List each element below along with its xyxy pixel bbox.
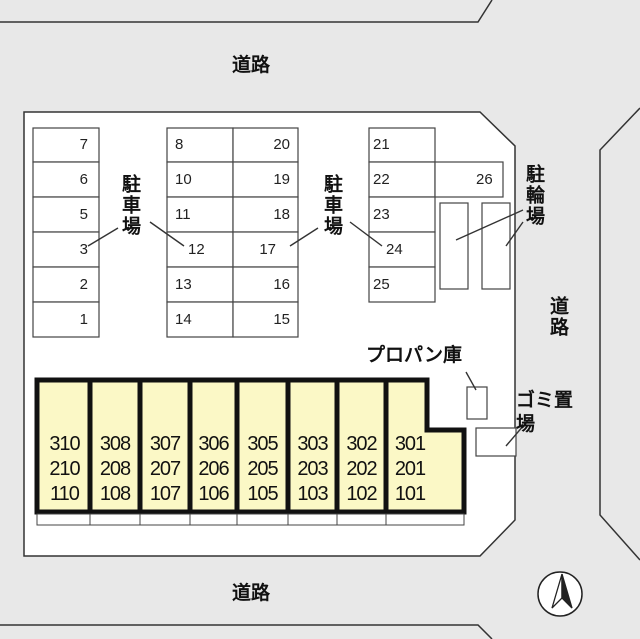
parking-column-3: [232, 127, 299, 338]
unit-number: 306: [198, 433, 229, 455]
parking-label-right: 駐車場: [321, 174, 343, 237]
unit-stack: 301 201 101: [386, 432, 434, 507]
parking-number: 22: [373, 171, 390, 188]
parking-column-1: [32, 127, 100, 338]
parking-number: 1: [79, 311, 88, 328]
unit-stack: 308 208 108: [90, 432, 140, 507]
apartment-building: [34, 377, 467, 515]
unit-number: 303: [297, 433, 328, 455]
unit-number: 208: [99, 458, 131, 480]
parking-number: 20: [273, 136, 290, 153]
balcony-strip: [36, 513, 465, 526]
parking-number: 14: [175, 311, 192, 328]
unit-number: 107: [149, 483, 181, 505]
parking-label-left: 駐車場: [119, 174, 141, 237]
bicycle-parking-label: 駐輪場: [523, 164, 545, 227]
unit-number: 305: [247, 433, 278, 455]
parking-number: 13: [175, 276, 192, 293]
road-label-bottom: 道路: [232, 582, 271, 604]
unit-number: 207: [149, 458, 181, 480]
propane-storage: [466, 386, 488, 420]
parking-space-26: [434, 161, 504, 198]
parking-number: 16: [273, 276, 290, 293]
road-label-right: 道路: [547, 296, 569, 338]
unit-stack: 307 207 107: [140, 432, 190, 507]
unit-number: 210: [49, 458, 80, 480]
unit-number: 205: [247, 458, 278, 480]
unit-number: 310: [49, 433, 80, 455]
parking-number: 6: [79, 171, 88, 188]
parking-number: 11: [175, 206, 191, 223]
unit-number: 102: [346, 483, 377, 505]
unit-number: 302: [346, 433, 377, 455]
parking-number: 5: [79, 206, 88, 223]
parking-column-4: [368, 127, 436, 303]
north-arrow-icon: [537, 571, 583, 617]
parking-column-2: [166, 127, 234, 338]
parking-number: 8: [175, 136, 184, 153]
parking-number: 18: [273, 206, 290, 223]
unit-number: 203: [297, 458, 328, 480]
unit-number: 103: [297, 483, 328, 505]
unit-number: 201: [394, 458, 426, 480]
parking-number: 12: [188, 241, 205, 258]
unit-stack: 302 202 102: [337, 432, 386, 507]
leader-lines: [87, 209, 531, 447]
right-road-edge: [599, 107, 640, 561]
parking-number: 23: [373, 206, 390, 223]
unit-number: 108: [99, 483, 131, 505]
unit-number: 301: [394, 433, 426, 455]
propane-storage-label: プロパン庫: [366, 344, 462, 366]
parking-number: 25: [373, 276, 390, 293]
unit-stack: 306 206 106: [190, 432, 237, 507]
unit-number: 105: [247, 483, 278, 505]
parking-number: 21: [373, 136, 390, 153]
unit-number: 110: [50, 483, 80, 505]
unit-number: 206: [198, 458, 229, 480]
garbage-area-label: ゴミ置場: [516, 389, 574, 435]
parking-number: 24: [386, 241, 403, 258]
unit-number: 101: [394, 483, 426, 505]
parking-number: 26: [476, 171, 493, 188]
unit-number: 307: [149, 433, 181, 455]
parking-number: 7: [79, 136, 88, 153]
unit-number: 308: [99, 433, 131, 455]
parking-number: 19: [273, 171, 290, 188]
bicycle-rack-2: [481, 202, 511, 290]
parking-number: 10: [175, 171, 192, 188]
parking-number: 3: [79, 241, 88, 258]
unit-number: 106: [198, 483, 229, 505]
top-road-edge: [0, 0, 493, 23]
unit-dividers: [87, 380, 389, 512]
unit-stack: 310 210 110: [39, 432, 90, 507]
unit-stack: 303 203 103: [288, 432, 337, 507]
parking-number: 15: [273, 311, 290, 328]
unit-number: 202: [346, 458, 377, 480]
parking-number: 17: [259, 241, 276, 258]
parking-number: 2: [79, 276, 88, 293]
unit-stack: 305 205 105: [237, 432, 288, 507]
road-label-top: 道路: [232, 54, 271, 76]
bottom-road-edge: [0, 624, 493, 639]
bicycle-rack-1: [439, 202, 469, 290]
